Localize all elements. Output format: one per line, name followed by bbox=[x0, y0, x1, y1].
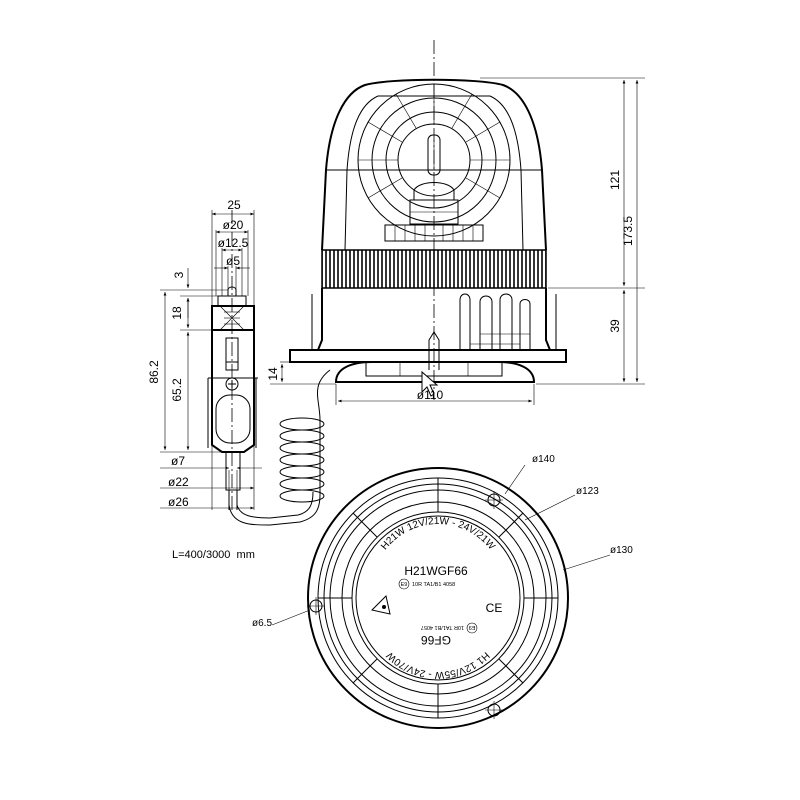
dim-plug-86-2: 86.2 bbox=[147, 360, 161, 384]
dim-d6-5: ø6.5 bbox=[252, 618, 272, 629]
label-upper-rating: H21W 12V/21W - 24V/21W bbox=[379, 516, 497, 553]
reflector bbox=[357, 83, 511, 237]
dim-d140: ø140 bbox=[532, 454, 555, 465]
dim-plug-d26: ø26 bbox=[168, 495, 189, 509]
dim-plug-d20: ø20 bbox=[223, 218, 244, 232]
bulb bbox=[384, 134, 484, 242]
warning-triangle-icon bbox=[371, 595, 391, 615]
dim-base-height: 39 bbox=[608, 319, 622, 333]
beacon-bottom-view: ø140 ø123 ø130 ø6.5 H21W 12V/21W - 24V/2… bbox=[252, 454, 633, 729]
dim-plug-3: 3 bbox=[172, 271, 186, 278]
dim-d123: ø123 bbox=[576, 486, 599, 497]
dim-plug-18: 18 bbox=[170, 306, 184, 320]
base-housing bbox=[289, 288, 567, 370]
dim-plug-d5: ø5 bbox=[226, 254, 240, 268]
dim-plug-25: 25 bbox=[227, 198, 241, 212]
dim-d130: ø130 bbox=[610, 545, 633, 556]
label-lower-e-mark: E9 bbox=[469, 624, 476, 630]
ribbed-ring bbox=[321, 249, 547, 289]
dim-total-height: 173.5 bbox=[621, 216, 635, 246]
dim-plug-d7: ø7 bbox=[171, 454, 185, 468]
label-ce-mark: CE bbox=[486, 601, 503, 615]
dim-base-diameter: ø110 bbox=[417, 388, 444, 402]
dim-plug-65-2: 65.2 bbox=[170, 378, 184, 402]
dim-plug-d22: ø22 bbox=[168, 475, 189, 489]
label-upper-e-mark: E9 bbox=[401, 582, 408, 588]
coiled-cable bbox=[279, 417, 325, 503]
cable-length-label: L=400/3000 mm bbox=[172, 549, 255, 561]
label-upper-model: H21WGF66 bbox=[404, 564, 468, 578]
radial-spokes bbox=[318, 478, 558, 718]
plug-drawing: 25 ø20 ø12.5 ø5 3 18 86.2 65.2 bbox=[147, 198, 331, 561]
dim-dome-height: 121 bbox=[608, 170, 622, 190]
label-lower-approval: 10R TA1/B1 4057 bbox=[421, 624, 464, 630]
label-upper-approval: 10R TA1/B1 4058 bbox=[412, 582, 455, 588]
extension-lines bbox=[270, 77, 645, 405]
dome-outline bbox=[321, 78, 547, 251]
dim-suction-height: 14 bbox=[266, 367, 280, 381]
dim-plug-d12-5: ø12.5 bbox=[218, 236, 249, 250]
mounting-holes bbox=[307, 491, 503, 719]
label-lower-model: GF66 bbox=[421, 633, 451, 647]
beacon-side-view: 173.5 121 39 14 ø110 bbox=[266, 40, 645, 405]
suction-cup bbox=[334, 361, 536, 397]
label-plate: H21W 12V/21W - 24V/21W H21WGF66 E9 10R T… bbox=[371, 516, 503, 680]
cable bbox=[228, 369, 331, 526]
